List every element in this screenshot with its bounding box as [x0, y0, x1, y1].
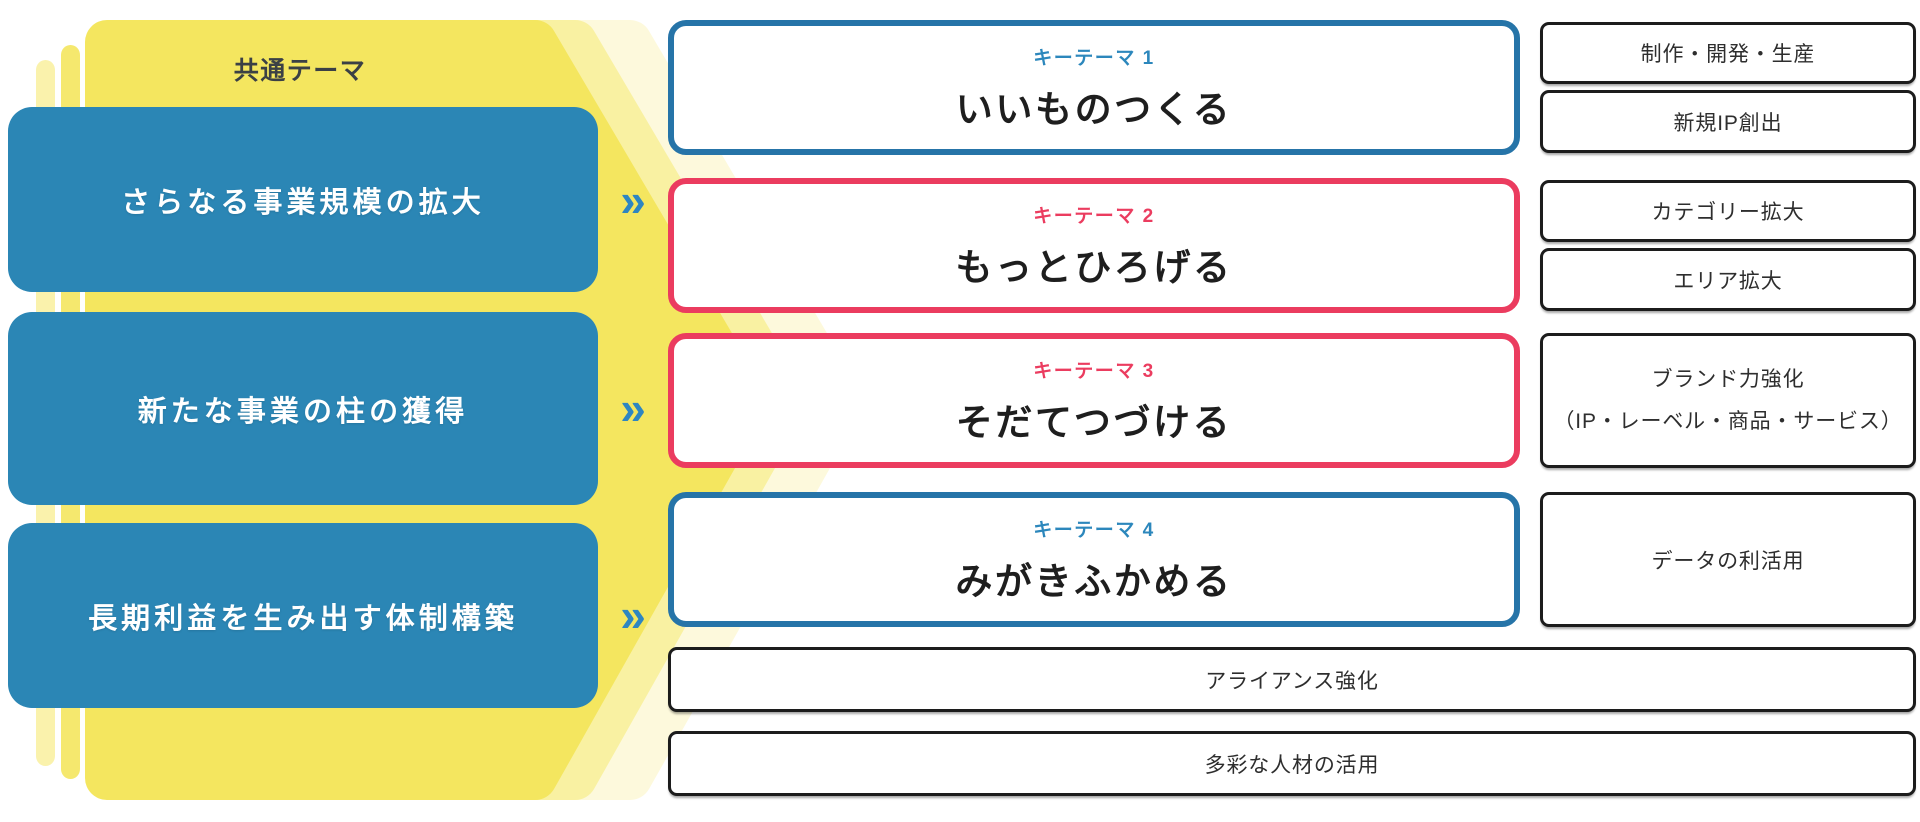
key-theme-label: キーテーマ 4 — [1033, 519, 1155, 541]
key-theme-label: キーテーマ 2 — [1033, 205, 1155, 227]
outcome-box-data: データの利活用 — [1540, 492, 1916, 627]
common-theme-box-1: さらなる事業規模の拡大 — [8, 107, 598, 292]
key-theme-box-1: キーテーマ 1 いいものつくる — [668, 20, 1520, 155]
key-theme-label: キーテーマ 1 — [1033, 47, 1155, 69]
common-theme-header: 共通テーマ — [233, 57, 367, 85]
outcome-box-category: カテゴリー拡大 — [1540, 180, 1916, 242]
common-theme-box-3: 長期利益を生み出す体制構築 — [8, 523, 598, 708]
key-theme-title: もっとひろげる — [955, 246, 1233, 288]
key-theme-title: いいものつくる — [955, 88, 1233, 130]
key-theme-title: みがきふかめる — [955, 560, 1233, 602]
key-theme-title: そだてつづける — [955, 401, 1233, 443]
outcome-box-brand: ブランド力強化 （IP・レーベル・商品・サービス） — [1540, 333, 1916, 468]
key-theme-box-4: キーテーマ 4 みがきふかめる — [668, 492, 1520, 627]
outcome-brand-line2: （IP・レーベル・商品・サービス） — [1553, 409, 1903, 433]
common-theme-box-2: 新たな事業の柱の獲得 — [8, 312, 598, 505]
outcome-box-production: 制作・開発・生産 — [1540, 22, 1916, 84]
bottom-bar-talent: 多彩な人材の活用 — [668, 731, 1916, 796]
key-theme-box-2: キーテーマ 2 もっとひろげる — [668, 178, 1520, 313]
outcome-brand-line1: ブランド力強化 — [1651, 367, 1805, 391]
outcome-box-area: エリア拡大 — [1540, 248, 1916, 311]
bottom-bar-alliance: アライアンス強化 — [668, 647, 1916, 712]
double-chevron-right-icon: » — [620, 589, 646, 641]
key-theme-label: キーテーマ 3 — [1033, 360, 1155, 382]
outcome-box-new-ip: 新規IP創出 — [1540, 90, 1916, 153]
key-theme-box-3: キーテーマ 3 そだてつづける — [668, 333, 1520, 468]
double-chevron-right-icon: » — [620, 174, 646, 226]
double-chevron-right-icon: » — [620, 382, 646, 434]
